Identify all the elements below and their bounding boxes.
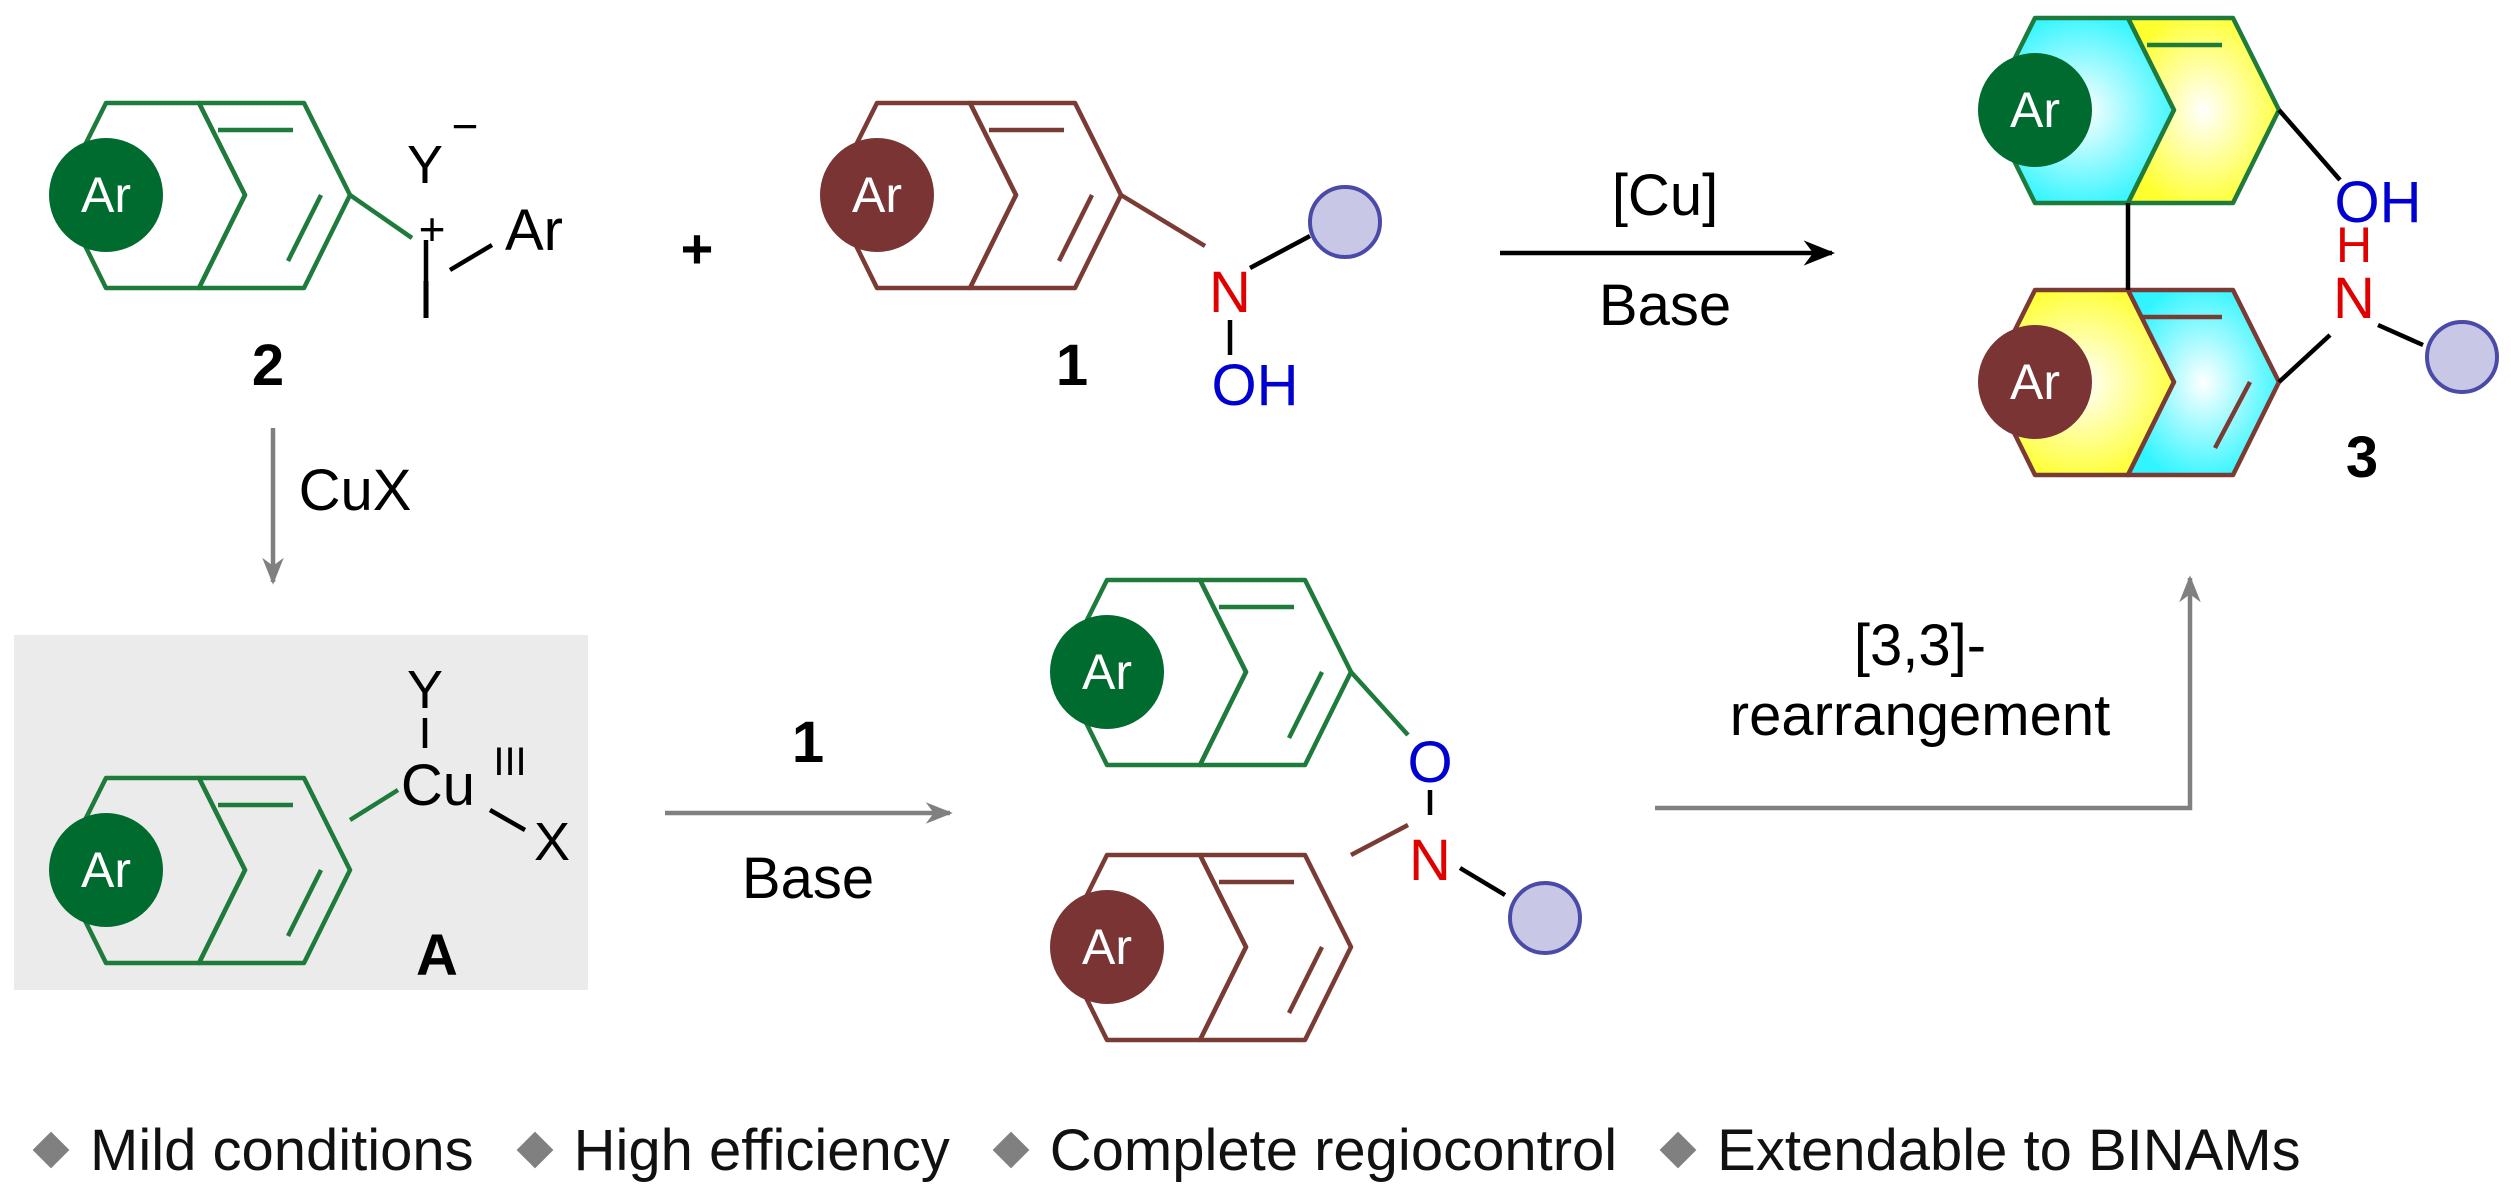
counter-anion-y: Y — [407, 135, 443, 195]
intermediate-a — [57, 775, 400, 966]
feature-item: High efficiency — [512, 1117, 950, 1184]
intermediate-a-box — [14, 635, 588, 990]
no-ether-bottom-ring-ar-label: Ar — [1082, 919, 1132, 975]
hydroxylamine-n-bonds — [1227, 234, 1312, 355]
intermediate-a-label: A — [416, 923, 458, 988]
copper-ligand-x: X — [534, 812, 570, 872]
main-arrow-catalyst-label: [Cu] — [1612, 163, 1718, 228]
product-oh: OH — [2335, 170, 2422, 235]
no-ether-heteroatom-bonds — [1427, 790, 1507, 897]
feature-item: Mild conditions — [28, 1117, 474, 1184]
iodonium-aryl-ar: Ar — [505, 198, 563, 263]
product-bottom-ring-ar-label: Ar — [2010, 354, 2060, 410]
feature-list: Mild conditions High efficiency Complete… — [28, 1105, 2339, 1195]
main-arrow-base-label: Base — [1599, 273, 1731, 338]
feature-text: Complete regiocontrol — [1049, 1117, 1618, 1183]
compound-number-3: 3 — [2346, 425, 2378, 490]
hydroxylamine-nitrogen: N — [1209, 260, 1251, 325]
rearrangement-label-line1: [3,3]- — [1854, 613, 1986, 678]
feature-item: Extendable to BINAMs — [1655, 1117, 2301, 1184]
diamond-bullet-icon — [516, 1131, 554, 1169]
feature-text: Extendable to BINAMs — [1717, 1117, 2301, 1183]
feature-text: High efficiency — [573, 1117, 950, 1183]
iodonium-ring-ar-badge — [49, 138, 163, 252]
rearrangement-label-line2: rearrangement — [1730, 683, 2110, 748]
rearrangement-arrow — [1655, 575, 2201, 811]
copper-symbol: Cu — [401, 753, 475, 818]
iodonium-ring-ar-label: Ar — [81, 167, 131, 223]
intermediate-a-ring-ar-badge — [49, 813, 163, 927]
copper-ligand-y: Y — [407, 660, 443, 720]
product-bottom-ring-ar-badge — [1978, 325, 2092, 439]
copper-bonds — [422, 718, 527, 832]
product-top-ring-ar-label: Ar — [2010, 82, 2060, 138]
product-nh-nitrogen: N — [2333, 266, 2375, 331]
diamond-bullet-icon — [32, 1131, 70, 1169]
diamond-bullet-icon — [992, 1131, 1030, 1169]
no-ether-substituent — [1508, 881, 1582, 955]
coupling-arrow-base-label: Base — [742, 846, 874, 911]
no-ether-top-ring-ar-badge — [1050, 615, 1164, 729]
product-bottom-right-ring — [2125, 287, 2282, 478]
product-substituent — [2425, 320, 2499, 394]
plus-sign: + — [681, 217, 714, 280]
compound-number-1: 1 — [1056, 333, 1088, 398]
hydroxylamine-oh: OH — [1212, 353, 1299, 418]
cux-arrow-label: CuX — [299, 458, 412, 523]
product-top-ring-ar-badge — [1978, 53, 2092, 167]
no-ether-oxygen: O — [1407, 730, 1452, 795]
product-top-right-ring — [2125, 15, 2282, 206]
no-ether-top-ring-ar-label: Ar — [1082, 644, 1132, 700]
no-ether-bottom-ring-ar-badge — [1050, 890, 1164, 1004]
hydroxylamine-substituent — [1308, 185, 1382, 259]
product-nh-hydrogen: H — [2336, 217, 2372, 273]
compound-number-2: 2 — [252, 333, 284, 398]
no-ether-nitrogen: N — [1409, 828, 1451, 893]
diamond-bullet-icon — [1659, 1131, 1697, 1169]
iodonium-bonds — [423, 240, 494, 300]
hydroxylamine-ring-ar-label: Ar — [852, 167, 902, 223]
intermediate-a-ring-ar-label: Ar — [81, 842, 131, 898]
feature-item: Complete regiocontrol — [988, 1117, 1617, 1184]
iodine-plus-charge: + — [419, 203, 446, 255]
hydroxylamine-ring-ar-badge — [820, 138, 934, 252]
hydroxylamine-1 — [828, 100, 1207, 291]
coupling-arrow-reagent-label: 1 — [792, 710, 824, 775]
counter-anion-charge: − — [452, 100, 479, 152]
iodine-symbol: I — [418, 270, 433, 330]
copper-oxidation-state: III — [493, 740, 526, 784]
feature-text: Mild conditions — [90, 1117, 474, 1183]
